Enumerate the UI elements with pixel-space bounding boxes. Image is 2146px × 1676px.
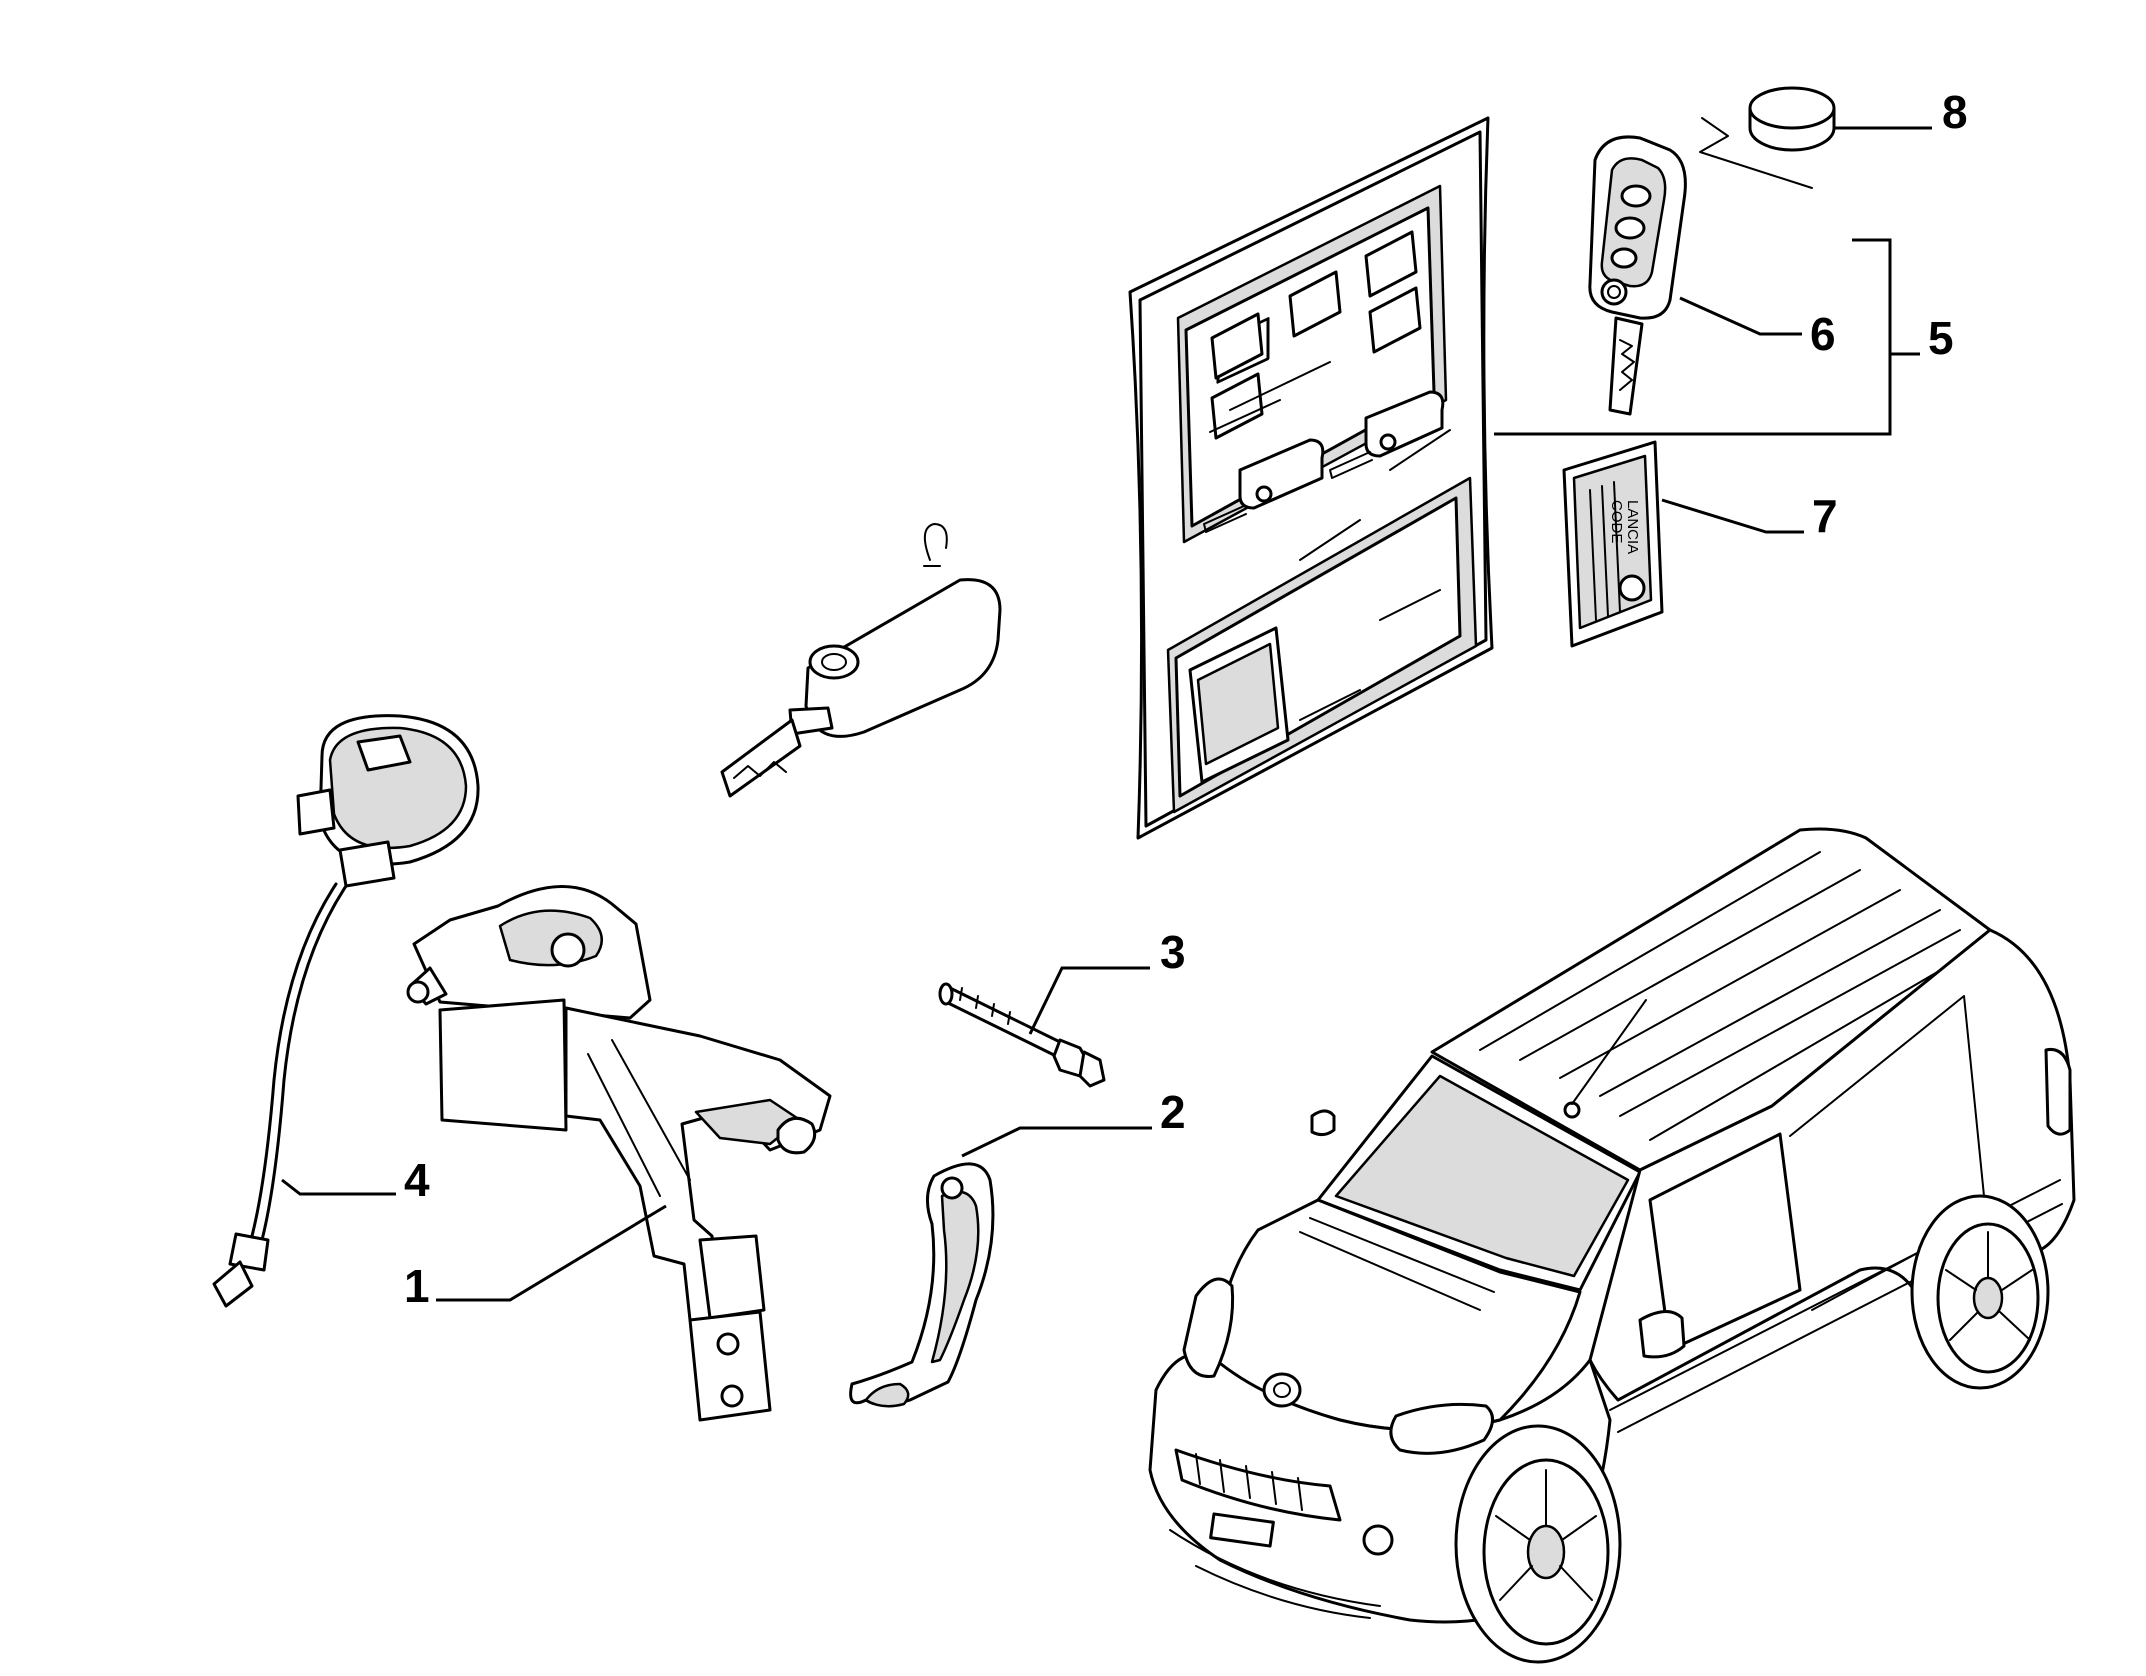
part-8-battery [1699,86,1836,189]
part-3-shear-bolt [938,982,1106,1088]
callout-4: 4 [404,1154,430,1206]
callout-labels: 8 6 5 7 3 2 4 1 [404,86,1968,1312]
part-6-remote-key [1588,135,1687,416]
part-5-key-kit-board [1128,116,1494,840]
leader-lines [281,126,1932,1302]
callout-7: 7 [1812,490,1838,542]
code-card-text-1: LANCIA [1624,500,1641,554]
code-card-text-2: CODE [1608,500,1625,543]
callout-8: 8 [1942,86,1968,138]
part-4-immobilizer-antenna [212,714,480,1308]
vehicle-outline [1148,827,2076,1664]
callout-6: 6 [1810,308,1836,360]
callout-5: 5 [1928,312,1954,364]
part-7-code-card: LANCIA CODE [1562,440,1664,648]
callout-3: 3 [1160,926,1186,978]
callout-2: 2 [1160,1086,1186,1138]
callout-1: 1 [404,1260,430,1312]
part-2-clamp-half [849,1162,995,1408]
part-1-steering-lock [406,885,832,1422]
spare-folding-key [720,523,1002,798]
